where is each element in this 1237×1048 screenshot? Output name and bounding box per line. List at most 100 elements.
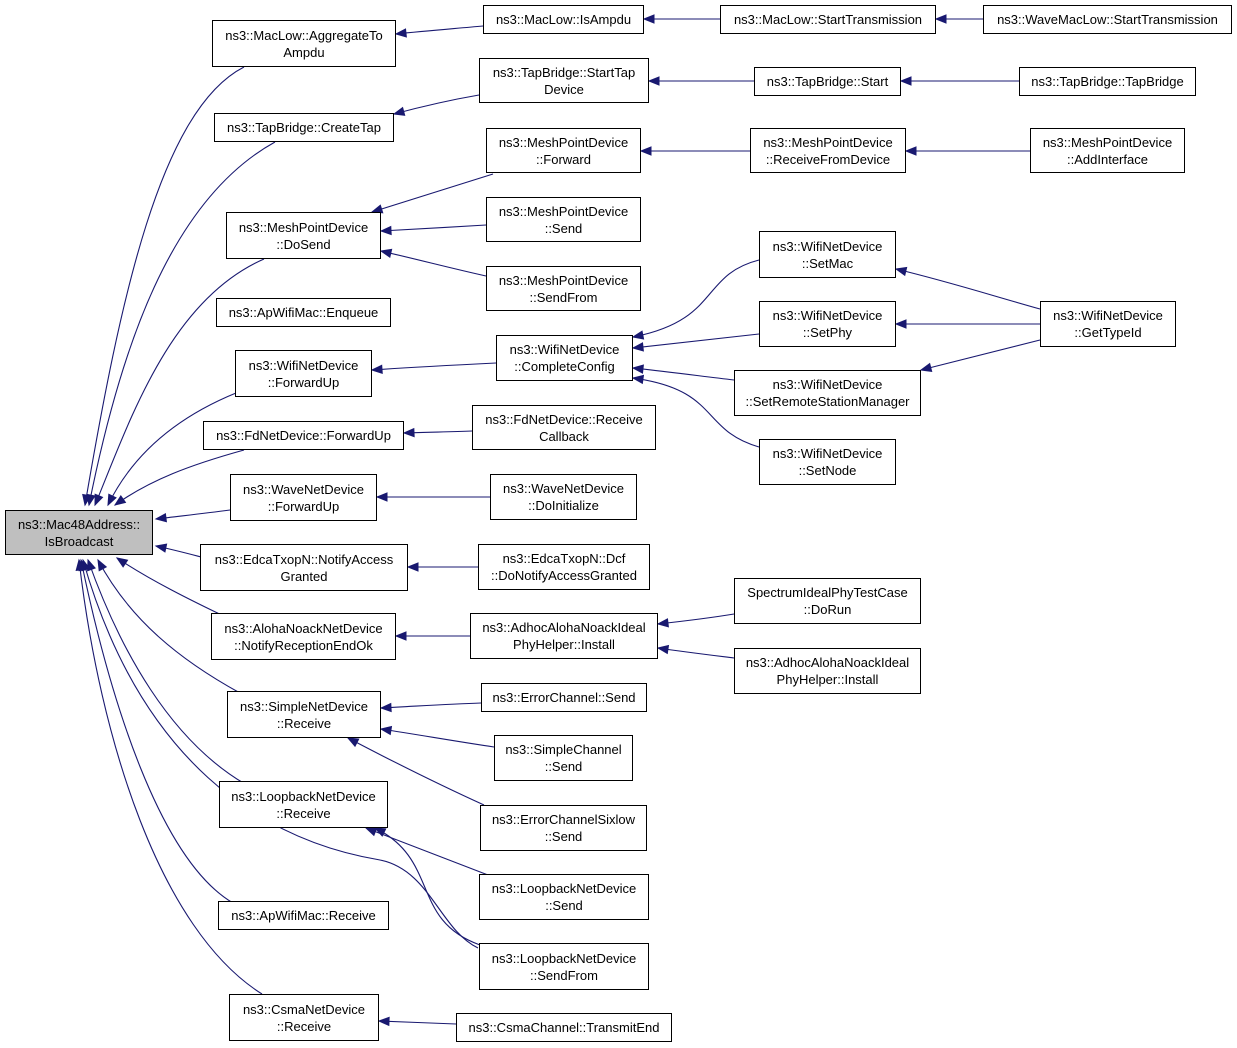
- node-fdnetdevice-forwardup[interactable]: ns3::FdNetDevice::ForwardUp: [203, 421, 404, 450]
- node-wifinetdevice-forwardup[interactable]: ns3::WifiNetDevice ::ForwardUp: [235, 350, 372, 397]
- node-spectrumidealphytestcase-dorun[interactable]: SpectrumIdealPhyTestCase ::DoRun: [734, 578, 921, 624]
- node-adhocalohanoackidealphyhelper-install-2[interactable]: ns3::AdhocAlohaNoackIdeal PhyHelper::Ins…: [734, 648, 921, 694]
- node-label-line1: ns3::TapBridge::StartTap: [492, 64, 636, 80]
- node-label-line1: ns3::WaveMacLow::StartTransmission: [997, 12, 1218, 27]
- node-edcatxopn-dcf-donotifyaccessgranted[interactable]: ns3::EdcaTxopN::Dcf ::DoNotifyAccessGran…: [478, 544, 650, 590]
- node-loopbacknetdevice-send[interactable]: ns3::LoopbackNetDevice ::Send: [479, 874, 649, 920]
- node-maclow-starttransmission[interactable]: ns3::MacLow::StartTransmission: [720, 5, 936, 34]
- node-wavenetdevice-forwardup[interactable]: ns3::WaveNetDevice ::ForwardUp: [230, 474, 377, 521]
- node-meshpointdevice-addinterface[interactable]: ns3::MeshPointDevice ::AddInterface: [1030, 128, 1185, 173]
- node-tapbridge-start[interactable]: ns3::TapBridge::Start: [754, 67, 901, 96]
- node-alohanoacknetdevice-notifyreceptionendok[interactable]: ns3::AlohaNoackNetDevice ::NotifyRecepti…: [211, 613, 396, 660]
- edge-arrowhead: [370, 364, 383, 374]
- node-wifinetdevice-setnode[interactable]: ns3::WifiNetDevice ::SetNode: [759, 439, 896, 485]
- edge-arrowhead: [154, 543, 168, 553]
- node-label-line1: ns3::WifiNetDevice: [248, 357, 359, 373]
- node-apwifimac-enqueue[interactable]: ns3::ApWifiMac::Enqueue: [216, 298, 391, 327]
- edge-arrowhead: [394, 631, 407, 641]
- edge-arrowhead: [379, 225, 392, 236]
- node-label-line1: ns3::WifiNetDevice: [772, 238, 883, 254]
- call-edge: [657, 647, 735, 659]
- call-edge: [155, 509, 231, 520]
- node-csmachannel-transmitend[interactable]: ns3::CsmaChannel::TransmitEnd: [456, 1013, 672, 1042]
- call-edge: [82, 559, 479, 949]
- node-label-line1: ns3::WaveNetDevice: [243, 481, 364, 497]
- node-label-line2: ::CompleteConfig: [514, 359, 615, 374]
- node-apwifimac-receive[interactable]: ns3::ApWifiMac::Receive: [218, 901, 389, 930]
- node-label-line2: ::Receive: [276, 805, 331, 821]
- node-loopbacknetdevice-sendfrom[interactable]: ns3::LoopbackNetDevice ::SendFrom: [479, 943, 649, 990]
- node-label-line2: ::Send: [545, 898, 583, 913]
- node-wavenetdevice-doinitialize[interactable]: ns3::WaveNetDevice ::DoInitialize: [490, 474, 637, 520]
- call-edge: [371, 173, 494, 213]
- call-edge: [107, 392, 237, 506]
- edge-arrowhead: [364, 827, 378, 837]
- node-errorchannel-send[interactable]: ns3::ErrorChannel::Send: [481, 683, 647, 712]
- edge-arrowhead: [894, 319, 907, 329]
- node-label-line1: ns3::LoopbackNetDevice: [491, 881, 637, 896]
- call-edge: [88, 141, 276, 506]
- edge-arrowhead: [934, 14, 947, 24]
- node-tapbridge-createtap[interactable]: ns3::TapBridge::CreateTap: [214, 113, 394, 142]
- node-wifinetdevice-setmac[interactable]: ns3::WifiNetDevice ::SetMac: [759, 231, 896, 278]
- node-wifinetdevice-setremotestationmanager[interactable]: ns3::WifiNetDevice ::SetRemoteStationMan…: [734, 370, 921, 416]
- node-label-line1: ns3::LoopbackNetDevice: [491, 950, 637, 966]
- node-label-line2: ::SetPhy: [802, 325, 853, 340]
- node-meshpointdevice-receivefromdevice[interactable]: ns3::MeshPointDevice ::ReceiveFromDevice: [750, 128, 906, 173]
- call-edge: [632, 377, 760, 448]
- node-maclow-isampdu[interactable]: ns3::MacLow::IsAmpdu: [483, 5, 644, 34]
- call-edge: [380, 224, 487, 232]
- edge-arrowhead: [97, 558, 108, 572]
- node-label-line1: SpectrumIdealPhyTestCase: [747, 585, 908, 600]
- node-csmanetdevice-receive[interactable]: ns3::CsmaNetDevice ::Receive: [229, 994, 379, 1041]
- node-label-line1: ns3::WifiNetDevice: [509, 342, 620, 357]
- node-meshpointdevice-send[interactable]: ns3::MeshPointDevice ::Send: [486, 197, 641, 242]
- node-simplechannel-send[interactable]: ns3::SimpleChannel ::Send: [494, 735, 633, 781]
- node-label-line1: ns3::MacLow::StartTransmission: [733, 12, 923, 27]
- node-wifinetdevice-setphy[interactable]: ns3::WifiNetDevice ::SetPhy: [759, 301, 896, 347]
- node-maclow-aggregatetoampdu[interactable]: ns3::MacLow::AggregateTo Ampdu: [212, 20, 396, 67]
- node-adhocalohanoackidealphyhelper-install[interactable]: ns3::AdhocAlohaNoackIdeal PhyHelper::Ins…: [470, 613, 658, 659]
- node-label-line2: ::Send: [544, 759, 583, 774]
- edge-arrowhead: [346, 737, 360, 748]
- node-label-line2: ::Send: [544, 220, 583, 236]
- call-edge: [657, 613, 735, 625]
- edge-arrowhead: [375, 492, 388, 502]
- node-fdnetdevice-receivecallback[interactable]: ns3::FdNetDevice::Receive Callback: [472, 405, 656, 450]
- call-edge: [380, 728, 495, 748]
- node-wifinetdevice-gettypeid[interactable]: ns3::WifiNetDevice ::GetTypeId: [1040, 301, 1176, 347]
- edge-arrowhead: [113, 495, 127, 506]
- edge-arrowhead: [406, 562, 419, 572]
- edge-arrowhead: [392, 106, 406, 116]
- call-edge: [374, 827, 481, 946]
- node-wifinetdevice-completeconfig[interactable]: ns3::WifiNetDevice ::CompleteConfig: [496, 335, 633, 381]
- edge-arrowhead: [94, 493, 104, 507]
- call-edge: [114, 449, 245, 506]
- node-label-line1: ns3::WifiNetDevice: [772, 377, 883, 392]
- node-wavemaclow-starttransmission[interactable]: ns3::WaveMacLow::StartTransmission: [983, 5, 1232, 34]
- node-label-line1: ns3::Mac48Address::: [17, 516, 141, 532]
- edge-arrowhead: [86, 493, 96, 507]
- node-label-line1: ns3::LoopbackNetDevice: [231, 788, 376, 804]
- node-tapbridge-tapbridge[interactable]: ns3::TapBridge::TapBridge: [1019, 67, 1196, 96]
- node-tapbridge-starttapdevice[interactable]: ns3::TapBridge::StartTap Device: [479, 58, 649, 103]
- node-label-line2: PhyHelper::Install: [513, 637, 615, 652]
- node-edcatxopn-notifyaccessgranted[interactable]: ns3::EdcaTxopN::NotifyAccess Granted: [200, 544, 408, 591]
- node-meshpointdevice-sendfrom[interactable]: ns3::MeshPointDevice ::SendFrom: [486, 266, 641, 311]
- node-meshpointdevice-forward[interactable]: ns3::MeshPointDevice ::Forward: [486, 128, 641, 173]
- node-label-line2: IsBroadcast: [44, 533, 114, 549]
- edge-arrowhead: [631, 330, 645, 340]
- node-label-line2: Ampdu: [283, 44, 325, 60]
- edge-arrowhead: [639, 146, 652, 156]
- node-simplenetdevice-receive[interactable]: ns3::SimpleNetDevice ::Receive: [227, 691, 381, 738]
- edge-arrowhead: [75, 558, 85, 571]
- node-meshpointdevice-dosend[interactable]: ns3::MeshPointDevice ::DoSend: [226, 212, 381, 259]
- node-label-line2: ::SetRemoteStationManager: [745, 394, 910, 409]
- node-errorchannelsixlow-send[interactable]: ns3::ErrorChannelSixlow ::Send: [480, 805, 647, 851]
- node-label-line1: ns3::FdNetDevice::ForwardUp: [216, 428, 391, 443]
- node-label-line1: ns3::MeshPointDevice: [763, 134, 893, 150]
- node-loopbacknetdevice-receive[interactable]: ns3::LoopbackNetDevice ::Receive: [219, 781, 388, 828]
- call-edge: [84, 66, 245, 506]
- call-edge: [895, 268, 1041, 310]
